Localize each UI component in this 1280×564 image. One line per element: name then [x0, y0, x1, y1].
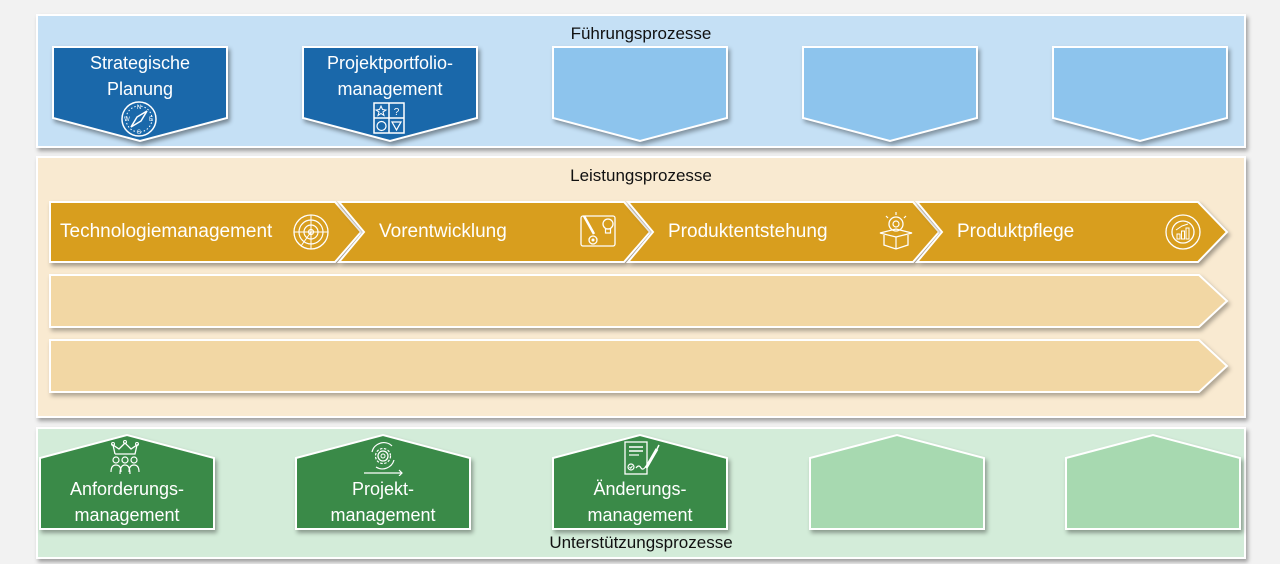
fuehrung-box-2[interactable] [302, 46, 480, 144]
fuehrung-box-3[interactable] [552, 46, 730, 144]
fuehrungsprozesse-title: Führungsprozesse [570, 24, 712, 43]
svg-text:N: N [137, 105, 141, 111]
radar-icon [293, 214, 329, 250]
crown-team-icon [110, 440, 140, 475]
svg-text:E: E [149, 117, 153, 123]
gear-cycle-icon [364, 442, 403, 476]
fuehrung-box-2-label: Projektportfolio- management [326, 53, 454, 99]
unterstuetzung-box-1-label: Anforderungs- management [69, 479, 185, 525]
leistung-empty-row-2[interactable] [49, 339, 1233, 397]
compass-icon: N S W E [121, 101, 157, 137]
puzzle-icon: ? [373, 102, 405, 134]
unterstuetzung-box-3[interactable] [552, 433, 732, 534]
fuehrung-box-1-label: Strategische Planung [89, 53, 191, 99]
svg-text:W: W [124, 117, 130, 123]
signed-document-icon [624, 441, 660, 475]
chevron-technologiemanagement[interactable] [49, 201, 365, 265]
svg-text:?: ? [394, 107, 400, 118]
idea-box-icon [879, 212, 913, 250]
unterstuetzung-box-5[interactable] [1065, 433, 1245, 534]
chevron-label-3: Produktentstehung [668, 221, 828, 242]
chevron-vorentwicklung[interactable] [336, 201, 654, 265]
unterstuetzung-box-2-label: Projekt- management [330, 479, 436, 525]
unterstuetzung-box-1[interactable] [39, 433, 219, 534]
svg-text:S: S [137, 130, 141, 136]
chevron-label-2: Vorentwicklung [379, 221, 507, 242]
unterstuetzung-box-2[interactable] [295, 433, 475, 534]
fuehrung-box-5[interactable] [1052, 46, 1230, 144]
fuehrung-box-1[interactable] [52, 46, 230, 144]
chevron-produktentstehung[interactable] [625, 201, 943, 265]
unterstuetzung-box-4[interactable] [809, 433, 989, 534]
chevron-produktpflege[interactable] [914, 201, 1232, 265]
fuehrung-box-4[interactable] [802, 46, 980, 144]
growth-cycle-icon [1165, 214, 1201, 250]
chevron-label-4: Produktpflege [957, 221, 1075, 242]
unterstuetzungsprozesse-title: Unterstützungsprozesse [549, 533, 733, 552]
leistung-empty-row-1[interactable] [49, 274, 1233, 332]
unterstuetzung-box-3-label: Änderungs- management [587, 479, 693, 525]
blueprint-icon [580, 215, 616, 247]
chevron-label-1: Technologiemanagement [60, 221, 273, 242]
leistungsprozesse-title: Leistungsprozesse [570, 166, 712, 185]
